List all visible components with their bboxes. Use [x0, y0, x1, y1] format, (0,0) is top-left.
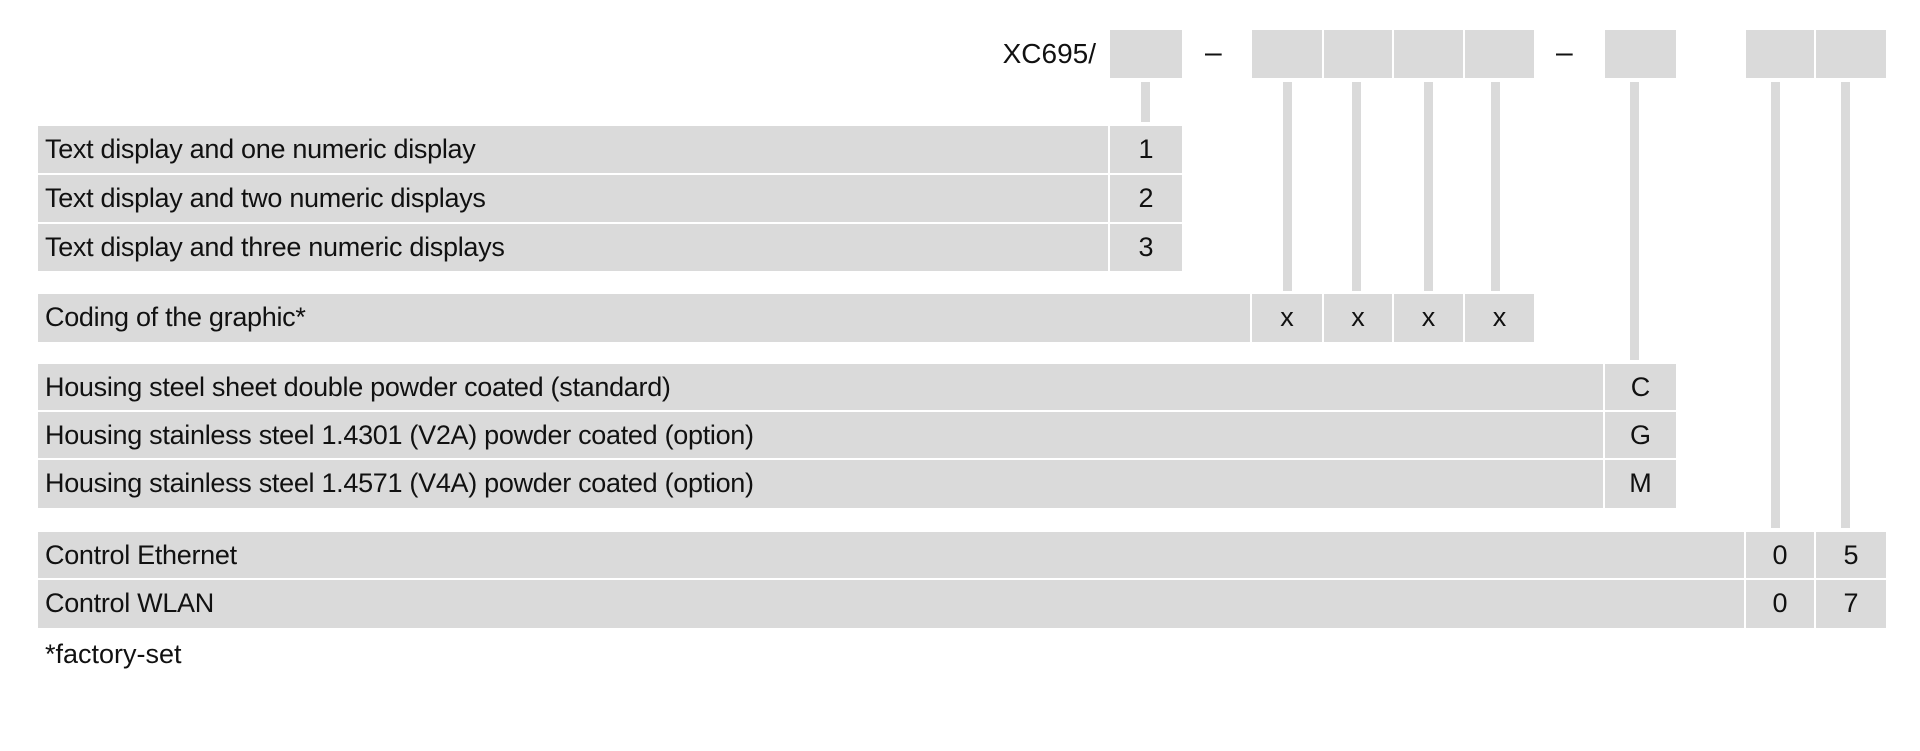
connector-graphic-2	[1352, 82, 1361, 291]
connector-control-2	[1841, 82, 1850, 528]
code-slot-graphic-1	[1252, 30, 1322, 78]
code-slot-graphic-4	[1465, 30, 1534, 78]
option-label-control-2: Control WLAN	[38, 580, 1744, 628]
option-code-housing-3: M	[1605, 460, 1676, 508]
option-code-housing-1: C	[1605, 364, 1676, 410]
connector-graphic-1	[1283, 82, 1292, 291]
connector-control-1	[1771, 82, 1780, 528]
connector-display	[1141, 82, 1150, 122]
connector-graphic-4	[1491, 82, 1500, 291]
footnote: *factory-set	[45, 639, 182, 669]
connector-graphic-3	[1424, 82, 1433, 291]
option-code-control-1b: 5	[1816, 532, 1886, 578]
option-label-display-3: Text display and three numeric displays	[38, 224, 1108, 271]
code-slot-graphic-3	[1394, 30, 1463, 78]
code-separator-dash: –	[1556, 36, 1573, 69]
code-slot-control-1	[1746, 30, 1814, 78]
option-label-control-1: Control Ethernet	[38, 532, 1744, 578]
option-code-display-1: 1	[1110, 126, 1182, 173]
option-code-control-1a: 0	[1746, 532, 1814, 578]
option-label-graphic: Coding of the graphic*	[38, 294, 1250, 342]
option-code-display-3: 3	[1110, 224, 1182, 271]
option-label-housing-1: Housing steel sheet double powder coated…	[38, 364, 1603, 410]
option-label-housing-2: Housing stainless steel 1.4301 (V2A) pow…	[38, 412, 1603, 458]
option-code-graphic-1: x	[1252, 294, 1322, 342]
option-label-display-2: Text display and two numeric displays	[38, 175, 1108, 222]
option-label-housing-3: Housing stainless steel 1.4571 (V4A) pow…	[38, 460, 1603, 508]
code-slot-graphic-2	[1324, 30, 1392, 78]
option-code-graphic-2: x	[1324, 294, 1392, 342]
option-code-graphic-3: x	[1394, 294, 1463, 342]
option-code-graphic-4: x	[1465, 294, 1534, 342]
option-code-control-2b: 7	[1816, 580, 1886, 628]
code-separator-dash: –	[1205, 36, 1222, 69]
option-code-control-2a: 0	[1746, 580, 1814, 628]
order-code-prefix: XC695/	[1002, 38, 1096, 69]
option-code-housing-2: G	[1605, 412, 1676, 458]
option-label-display-1: Text display and one numeric display	[38, 126, 1108, 173]
code-slot-control-2	[1816, 30, 1886, 78]
code-slot-display	[1110, 30, 1182, 78]
option-code-display-2: 2	[1110, 175, 1182, 222]
connector-housing	[1630, 82, 1639, 360]
code-slot-housing	[1605, 30, 1676, 78]
